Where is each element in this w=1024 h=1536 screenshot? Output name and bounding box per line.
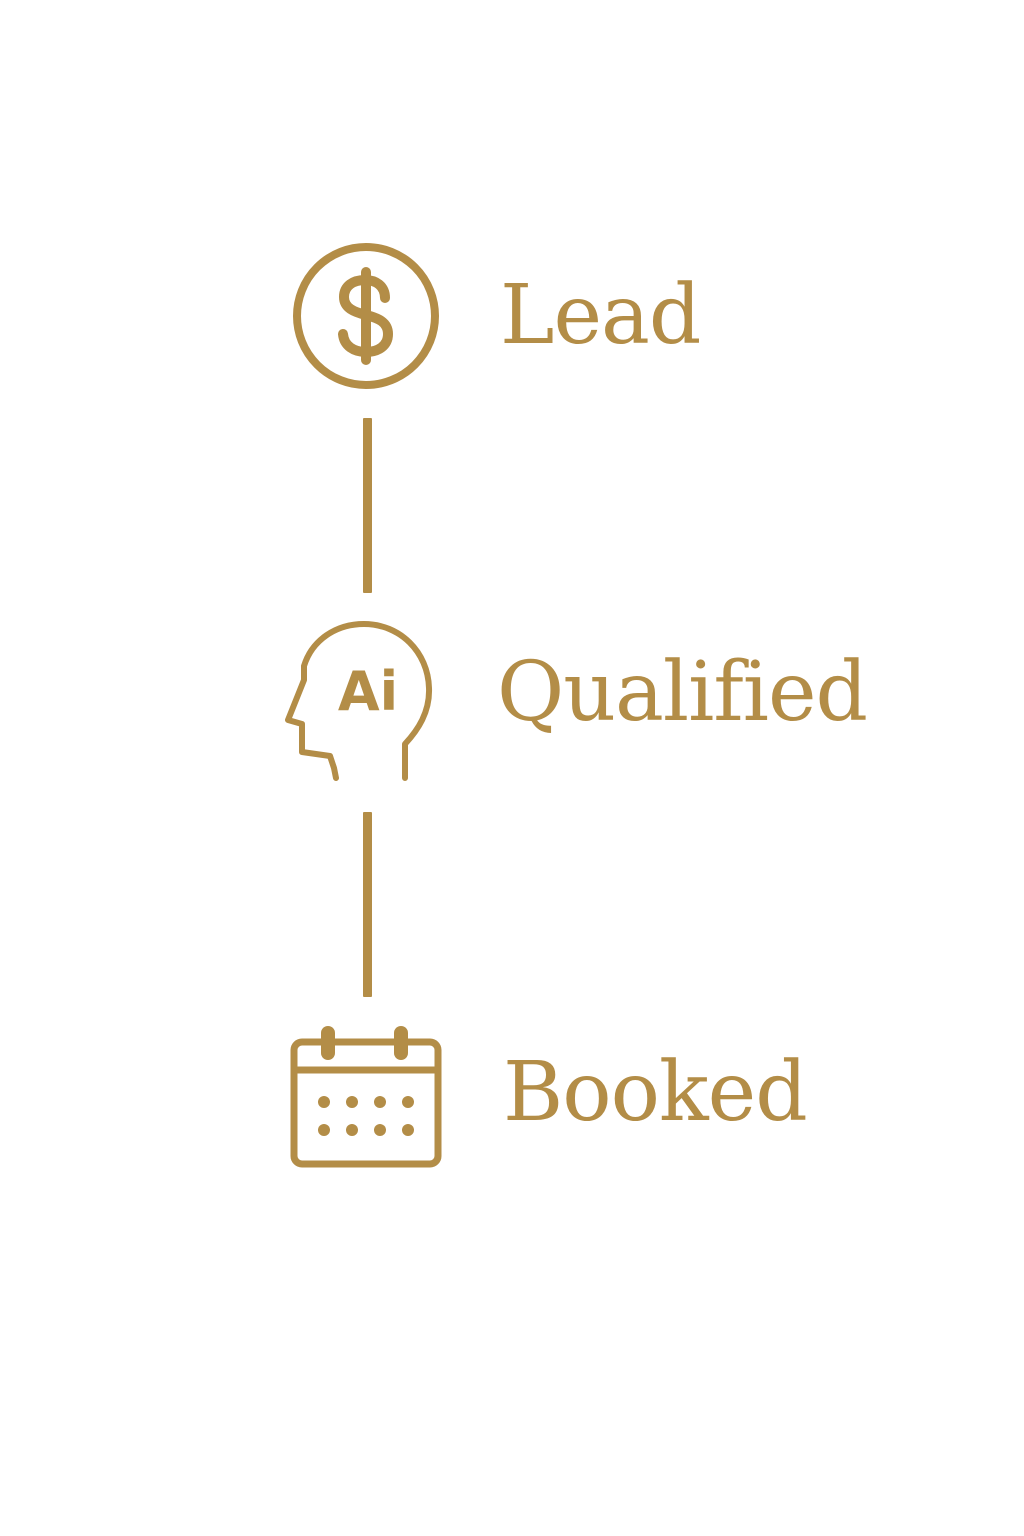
connector-line-1 — [363, 418, 372, 593]
step-label-lead: Lead — [500, 268, 701, 363]
step-label-booked: Booked — [503, 1045, 808, 1140]
calendar-icon — [288, 1024, 444, 1170]
dollar-coin-icon — [292, 242, 440, 390]
ai-head-icon: Ai — [284, 620, 434, 782]
step-label-qualified: Qualified — [497, 645, 868, 740]
connector-line-2 — [363, 812, 372, 997]
ai-head-text: Ai — [338, 660, 398, 723]
